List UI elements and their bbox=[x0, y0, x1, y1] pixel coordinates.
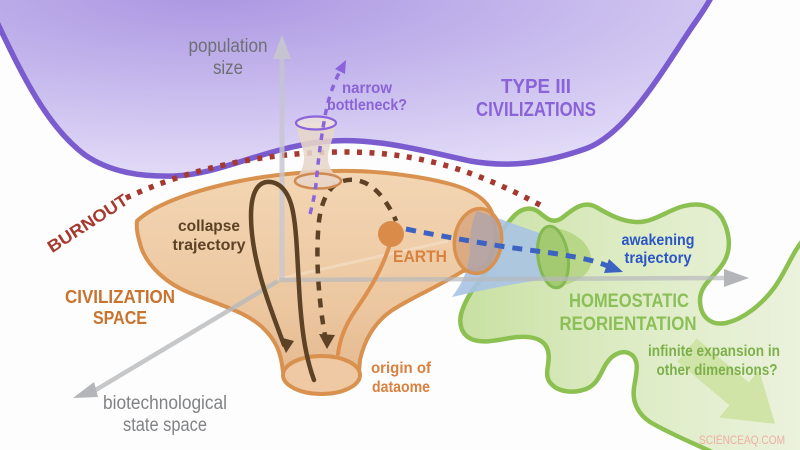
population-axis-arrowhead bbox=[273, 35, 291, 59]
awakening-label-line2: trajectory bbox=[625, 250, 692, 267]
homeostatic-label-line1: HOMEOSTATIC bbox=[569, 291, 689, 312]
population-axis-label-line1: population bbox=[189, 36, 268, 57]
civspace-label-line1: CIVILIZATION bbox=[65, 287, 175, 307]
collapse-trajectory-curve bbox=[248, 179, 317, 383]
burnout-label: BURNOUT bbox=[44, 190, 132, 256]
awakening-trajectory-curve bbox=[405, 226, 614, 271]
awakening-label-line1: awakening bbox=[622, 232, 695, 249]
biotech-axis-line bbox=[92, 279, 280, 393]
origin-label-line2: dataome bbox=[372, 379, 430, 396]
awakening-arrowhead bbox=[604, 259, 623, 273]
origin-of-dataome-ellipse bbox=[281, 354, 362, 396]
type3-label-line2: CIVILIZATIONS bbox=[476, 99, 596, 121]
infinite-label-line1: infinite expansion in bbox=[648, 343, 780, 360]
wall-crease-diagonal bbox=[277, 239, 449, 281]
bottleneck-trajectory bbox=[308, 72, 341, 215]
biotech-axis-arrowhead bbox=[73, 382, 98, 398]
homeostatic-label-line2: REORIENTATION bbox=[560, 314, 697, 335]
watermark: SCIENCEAQ.COM bbox=[699, 433, 785, 447]
collapse-arrowhead bbox=[279, 337, 294, 353]
population-axis-label-line2: size bbox=[213, 58, 243, 79]
biotech-axis-label-line2: state space bbox=[123, 415, 207, 436]
horizontal-axis-arrowhead bbox=[724, 269, 749, 287]
bottleneck-arrowhead bbox=[335, 60, 346, 74]
biotech-axis-label-line1: biotechnological bbox=[103, 393, 227, 414]
bottleneck-tube-top bbox=[294, 115, 338, 131]
horizontal-axis-line bbox=[278, 275, 727, 283]
infinite-expansion-arrow bbox=[677, 338, 776, 424]
collapse-label-line1: collapse bbox=[178, 218, 240, 235]
earth-marker bbox=[378, 221, 404, 247]
burnout-dotted-line bbox=[124, 149, 544, 209]
bottleneck-label-line1: narrow bbox=[342, 80, 393, 97]
failed-bottleneck-arrowhead bbox=[319, 334, 335, 349]
earth-stem-curve bbox=[336, 245, 391, 356]
infinite-label-line2: other dimensions? bbox=[657, 362, 778, 379]
civspace-label-line2: SPACE bbox=[93, 308, 147, 328]
origin-label-line1: origin of bbox=[371, 360, 432, 377]
type3-region bbox=[0, 0, 713, 179]
earth-label: EARTH bbox=[393, 247, 447, 266]
bottleneck-label-line2: bottleneck? bbox=[327, 97, 407, 114]
type3-label-line1: TYPE III bbox=[501, 76, 571, 98]
collapse-label-line2: trajectory bbox=[173, 237, 246, 254]
